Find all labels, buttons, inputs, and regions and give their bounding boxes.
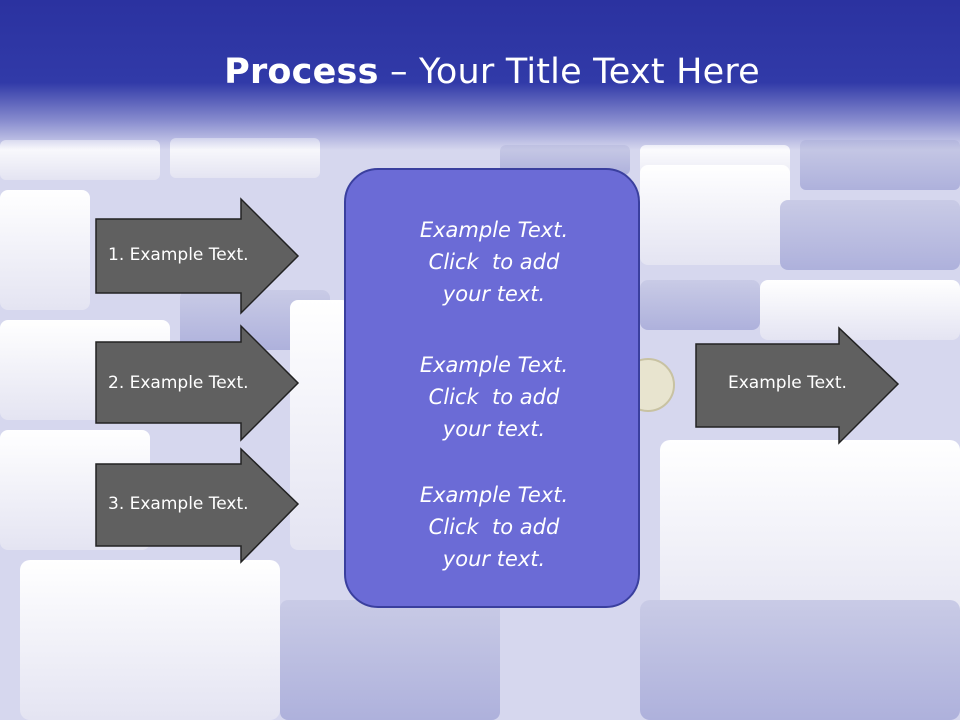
process-item-line: your text.	[442, 547, 546, 571]
process-item-1[interactable]: Example Text. Click to add your text.	[346, 214, 642, 310]
process-item-line: Example Text.	[419, 353, 569, 377]
process-item-2[interactable]: Example Text. Click to add your text.	[346, 349, 642, 445]
process-item-line: your text.	[442, 417, 546, 441]
process-item-line: Example Text.	[419, 218, 569, 242]
input-arrow-3[interactable]: 3. Example Text.	[95, 447, 300, 564]
arrow-shape-icon	[695, 326, 900, 445]
title-rest: – Your Title Text Here	[378, 52, 760, 92]
output-arrow-label: Example Text.	[728, 373, 847, 393]
arrow-shape-icon	[95, 324, 300, 442]
input-arrow-label: 3. Example Text.	[108, 494, 249, 514]
process-item-line: Example Text.	[419, 483, 569, 507]
input-arrow-label: 1. Example Text.	[108, 245, 249, 265]
output-arrow[interactable]: Example Text.	[695, 326, 900, 445]
process-item-line: your text.	[442, 282, 546, 306]
slide-title: Process – Your Title Text Here	[0, 52, 960, 92]
process-box[interactable]: Example Text. Click to add your text. Ex…	[344, 168, 640, 608]
title-bar	[0, 0, 960, 150]
process-item-line: Click to add	[428, 515, 560, 539]
arrow-shape-icon	[95, 197, 300, 315]
input-arrow-label: 2. Example Text.	[108, 373, 249, 393]
title-strong: Process	[224, 52, 379, 92]
input-arrow-1[interactable]: 1. Example Text.	[95, 197, 300, 315]
process-item-line: Click to add	[428, 385, 560, 409]
input-arrow-2[interactable]: 2. Example Text.	[95, 324, 300, 442]
arrow-shape-icon	[95, 447, 300, 564]
process-item-line: Click to add	[428, 250, 560, 274]
process-item-3[interactable]: Example Text. Click to add your text.	[346, 479, 642, 575]
